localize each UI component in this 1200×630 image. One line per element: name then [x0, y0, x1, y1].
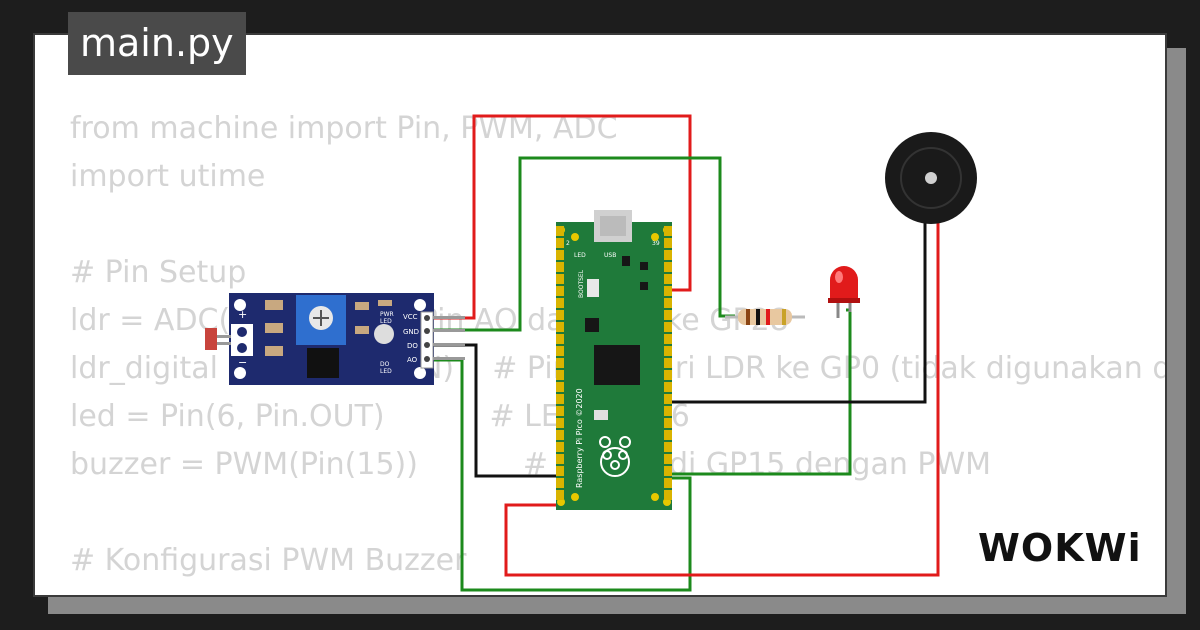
resistor[interactable]: [725, 309, 805, 325]
pin-label-gnd: GND: [403, 328, 419, 336]
wokwi-logo: WOKWi: [978, 526, 1142, 570]
rp2040-chip: [594, 345, 640, 385]
board-label: Raspberry Pi Pico ©2020: [575, 388, 584, 488]
wire-green-led[interactable]: [660, 308, 852, 476]
code-line-4: # Pin Setup: [70, 255, 247, 290]
pin-number-2: 2: [566, 240, 570, 247]
red-led[interactable]: [828, 266, 860, 318]
pin-label-vcc: VCC: [403, 313, 418, 321]
wire-red-buzzer[interactable]: [504, 232, 940, 577]
wire-black-do[interactable]: [432, 343, 560, 478]
buzzer[interactable]: [885, 132, 977, 235]
usb-label: USB: [604, 252, 616, 259]
do-led-label-2: LED: [380, 368, 392, 375]
pin-number-39: 39: [652, 240, 660, 247]
led-label: LED: [574, 252, 586, 259]
pin-label-do: DO: [407, 342, 418, 350]
power-plus-label: +: [238, 308, 247, 321]
wire-red-vcc[interactable]: [432, 114, 692, 320]
do-led-label: DO: [380, 361, 390, 368]
pin-label-ao: AO: [407, 356, 418, 364]
pwr-led-label-2: LED: [380, 318, 392, 325]
code-line-10: # Konfigurasi PWM Buzzer: [70, 543, 467, 578]
wire-black-buzzer[interactable]: [660, 232, 927, 404]
code-line-11: buzzer.freq(1000) # Frekuensi suara buzz…: [70, 585, 1165, 595]
raspberry-pi-pico-board[interactable]: USB LED 2 39 BOOTSEL Raspberry Pi Pico ©…: [556, 210, 672, 510]
pwr-led-label: PWR: [380, 311, 394, 318]
ldr-sensor-module[interactable]: + − PWR LED DO LED VCC GND DO AO: [205, 293, 465, 385]
photoresistor: [205, 328, 217, 350]
code-line-2: import utime: [70, 159, 266, 194]
raspberry-logo-icon: [599, 436, 631, 477]
wire-green-gnd[interactable]: [432, 156, 735, 332]
power-minus-label: −: [238, 356, 247, 369]
filename-tab[interactable]: main.py: [68, 12, 246, 75]
bootsel-button[interactable]: [587, 279, 599, 297]
bootsel-label: BOOTSEL: [578, 269, 585, 298]
